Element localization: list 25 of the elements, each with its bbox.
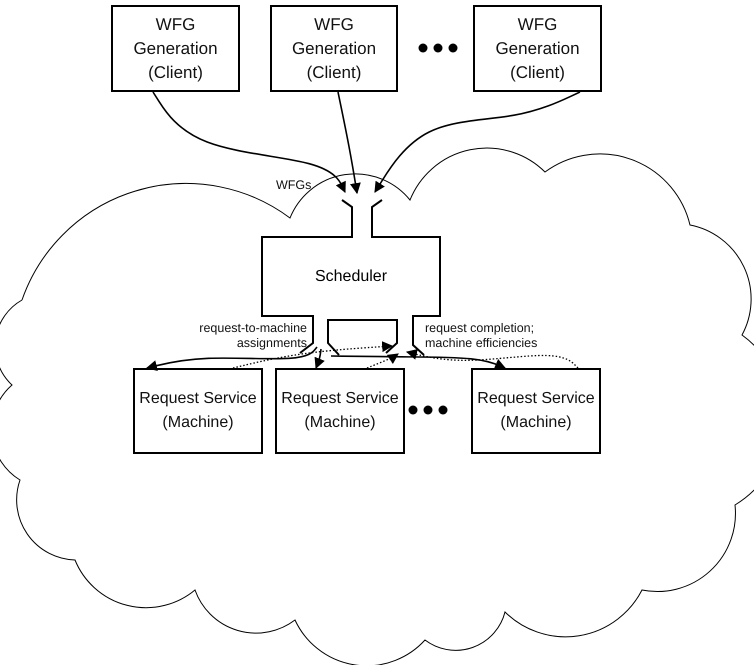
machine-box [133, 368, 263, 454]
arrow [152, 92, 346, 193]
client-box [270, 5, 398, 92]
machine-box [275, 368, 405, 454]
box-label: Request Service (Machine) [476, 389, 596, 433]
arrow [337, 92, 361, 194]
dotted-arrow [366, 353, 399, 369]
arrow [330, 355, 506, 370]
client-box [111, 5, 240, 92]
box-label: WFG Generation (Client) [494, 14, 581, 84]
client-box [473, 5, 602, 92]
annotation-text: request completion; machine efficiencies [425, 321, 538, 351]
annotation-text: WFGs [276, 178, 312, 193]
arrow [146, 346, 318, 371]
box-label: WFG Generation (Client) [290, 14, 378, 84]
box-label: Request Service (Machine) [138, 389, 258, 433]
box-label: Request Service (Machine) [280, 389, 400, 433]
dotted-arrow [232, 341, 394, 369]
annotation-text: request-to-machine assignments [198, 321, 307, 351]
dotted-arrow [406, 349, 578, 368]
box-label: Scheduler [314, 268, 388, 286]
arrow [374, 91, 580, 193]
arrow [314, 348, 325, 370]
machine-box [471, 368, 601, 454]
box-label: WFG Generation (Client) [132, 14, 219, 84]
